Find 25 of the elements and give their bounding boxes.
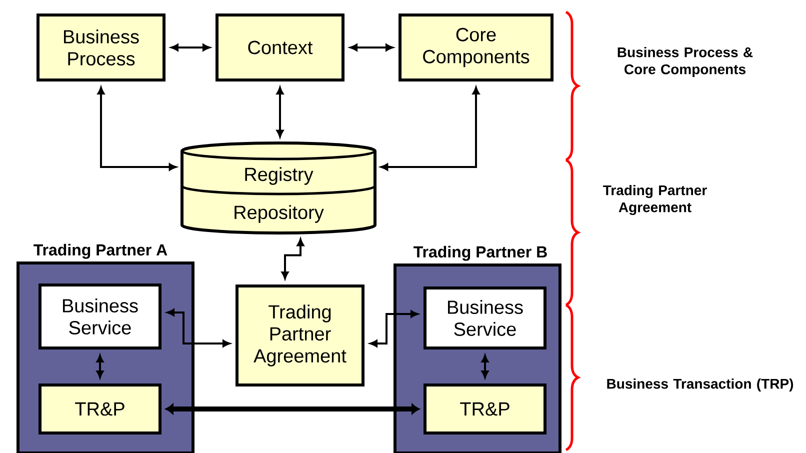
section-label: Business Transaction (TRP) — [607, 378, 794, 392]
arrow — [380, 86, 480, 171]
section-label: Business Process & Core Components — [618, 46, 753, 78]
arrow — [276, 86, 284, 138]
service-box: Business Service — [38, 284, 162, 350]
partner-heading: Trading Partner A — [34, 244, 168, 259]
arrow — [97, 86, 176, 171]
arrow — [170, 44, 210, 52]
process-box: Trading Partner Agreement — [236, 284, 364, 386]
process-box: TR&P — [38, 384, 162, 434]
arrow — [481, 354, 489, 378]
database-cylinder: Registry Repository — [180, 142, 376, 234]
service-box: Business Service — [424, 286, 546, 350]
process-box: Business Process — [36, 14, 166, 82]
arrow — [96, 354, 104, 378]
process-box: TR&P — [424, 384, 546, 434]
partner-heading: Trading Partner B — [414, 246, 547, 261]
process-box: Context — [216, 14, 344, 82]
arrow — [370, 310, 418, 348]
process-box: Core Components — [398, 14, 554, 82]
arrow — [281, 238, 304, 280]
arrow — [350, 44, 394, 52]
section-label: Trading Partner Agreement — [603, 184, 707, 216]
arrow — [166, 308, 230, 348]
arrow — [166, 404, 420, 414]
